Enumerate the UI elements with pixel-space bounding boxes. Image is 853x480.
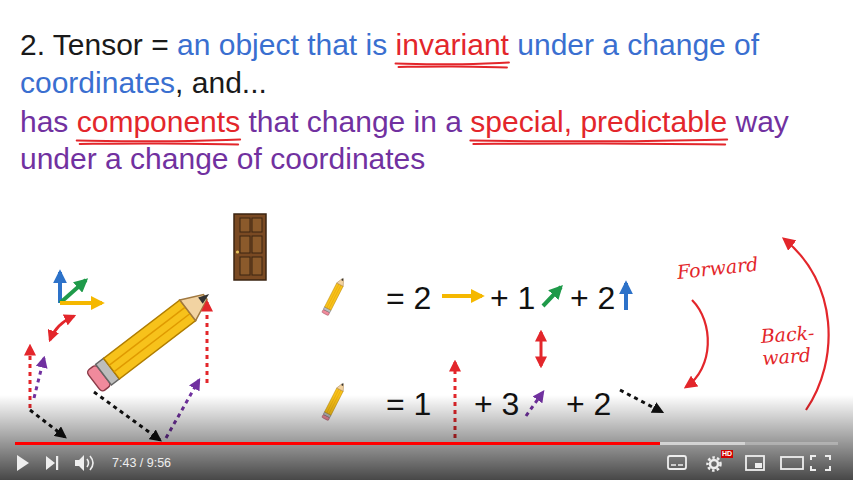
miniplayer-icon — [755, 463, 762, 468]
door-panel — [240, 257, 250, 275]
hd-badge: HD — [721, 450, 733, 458]
subtitles-icon — [671, 464, 683, 466]
settings-icon — [708, 458, 721, 471]
door-panel — [240, 236, 250, 253]
swap-arrow — [50, 316, 74, 340]
progress-played — [15, 442, 660, 445]
emphasis-underline — [399, 66, 507, 67]
next-icon — [46, 456, 55, 470]
play-icon — [17, 455, 29, 471]
settings-icon — [710, 460, 718, 468]
progress-track — [15, 442, 838, 445]
component-arrow-dotted — [206, 302, 209, 383]
basis-arrow — [624, 283, 628, 310]
equation-term: + 2 — [570, 280, 615, 317]
emphasis-underline — [470, 140, 727, 142]
basis-arrow — [58, 272, 62, 303]
heading-text: invariant — [396, 28, 509, 63]
volume-icon — [87, 456, 93, 470]
basis-arrow — [543, 287, 561, 306]
heading-text: an object that is — [177, 28, 387, 63]
door-panel — [240, 218, 250, 232]
video-time: 7:43 / 9:56 — [112, 456, 171, 470]
fullscreen-icon — [811, 456, 830, 470]
volume-icon — [75, 455, 84, 471]
basis-arrow — [442, 294, 482, 298]
next-icon — [56, 456, 58, 470]
heading-text: coordinates — [20, 66, 175, 101]
equation-term: + 3 — [474, 386, 519, 423]
basis-arrow-dotted — [34, 358, 44, 398]
heading-text: special, predictable — [470, 105, 727, 140]
emphasis-underline — [396, 63, 509, 65]
emphasis-underline — [473, 143, 725, 144]
pencil-vector — [86, 284, 217, 393]
heading-text: under a change of — [517, 28, 759, 63]
equation-term: + 1 — [490, 280, 535, 317]
door-knob — [236, 250, 239, 253]
theater-icon — [781, 457, 803, 469]
heading-text: that change in a — [248, 105, 462, 140]
door-panel — [252, 218, 262, 232]
door-panel — [252, 236, 262, 253]
equivalence-arrow — [540, 332, 543, 366]
door-icon — [234, 214, 266, 280]
progress-buffer — [15, 442, 745, 445]
miniplayer-icon — [746, 456, 764, 470]
handwritten-note: Back- ward — [760, 322, 823, 370]
door-panel — [252, 257, 262, 275]
handwritten-note: Forward — [676, 253, 759, 283]
equation-term: = 2 — [386, 280, 431, 317]
basis-arrow — [60, 280, 86, 303]
heading-text: components — [77, 105, 240, 140]
heading-text: under a change of coordinates — [20, 142, 425, 177]
heading-text: way — [736, 105, 789, 140]
equation-term: = 1 — [386, 386, 431, 423]
heading-text: 2. Tensor = — [20, 28, 169, 63]
forward-arrow — [686, 300, 708, 387]
heading-text: has — [20, 105, 68, 140]
basis-arrow — [60, 301, 102, 305]
equation-term: + 2 — [566, 386, 611, 423]
heading-text: , and... — [175, 66, 267, 101]
emphasis-underline — [77, 140, 240, 142]
subtitles-icon — [668, 456, 686, 469]
pencil-icon — [322, 276, 347, 315]
